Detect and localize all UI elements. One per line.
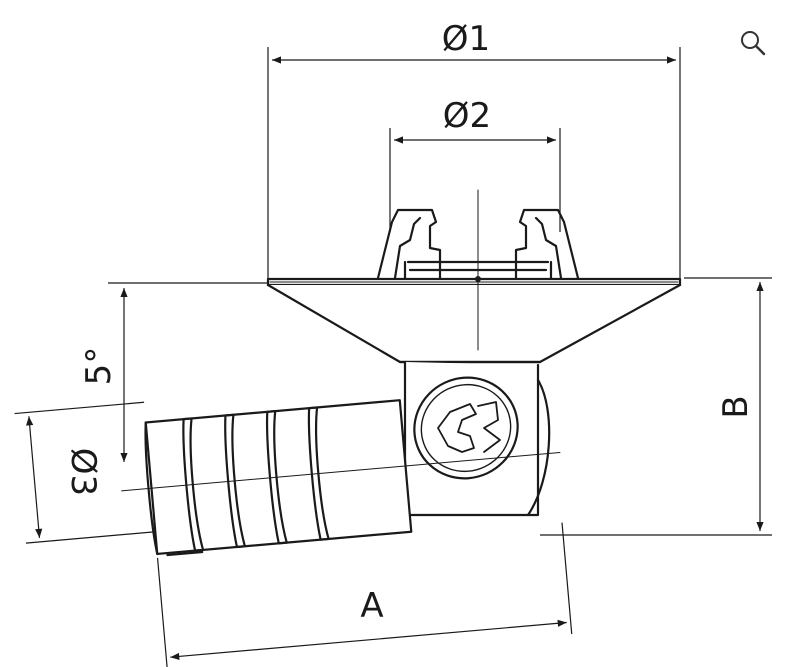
clip-right: [514, 208, 580, 280]
clip-inner-left: [393, 216, 422, 280]
label-a: A: [360, 586, 383, 626]
label-d1: Ø1: [442, 19, 490, 59]
elbow-side: [526, 378, 551, 517]
magnifier-icon: [741, 31, 766, 56]
clip-left: [376, 208, 442, 280]
label-angle: 5°: [79, 347, 119, 386]
label-d3: Ø3: [63, 448, 103, 496]
clip-inner-right: [534, 216, 563, 280]
part-outline: [121, 189, 682, 557]
label-b: B: [716, 395, 756, 418]
dimension-labels: Ø1 Ø2 B 5° Ø3 A: [63, 19, 756, 626]
logo-ellipse: [413, 376, 519, 480]
label-d2: Ø2: [443, 96, 491, 136]
dim-d3: [26, 416, 43, 538]
hose-barb: [121, 399, 561, 557]
dimension-lines: [14, 47, 772, 667]
conical-body: [266, 283, 682, 364]
zoom-button[interactable]: [736, 26, 770, 60]
logo-glyph: [437, 403, 477, 453]
dim-a: [170, 619, 567, 660]
